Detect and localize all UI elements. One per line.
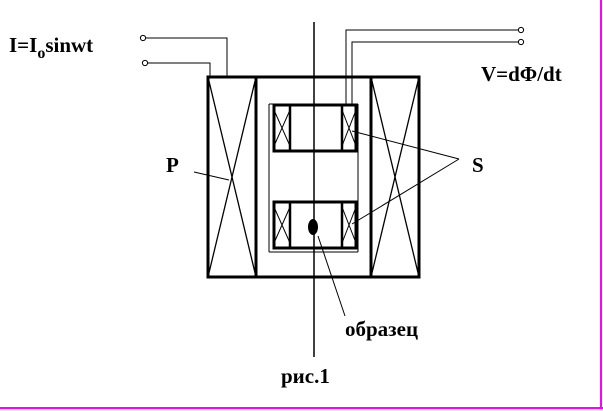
sample-dot	[308, 219, 318, 235]
secondary-lead-outer	[345, 29, 519, 105]
primary-terminal-lower	[141, 59, 149, 67]
current-label-subscript: o	[37, 45, 45, 62]
secondary-upper-outline	[272, 103, 358, 153]
voltage-label: V=dΦ/dt	[481, 62, 562, 86]
figure-caption: рис.1	[281, 364, 330, 388]
secondary-upper-left-x2	[273, 109, 291, 147]
secondary-coil-upper	[272, 103, 358, 153]
secondary-leader-upper	[351, 130, 460, 160]
current-label-main: I=I	[9, 33, 37, 57]
primary-coil-outer	[206, 75, 421, 279]
secondary-lead-inner	[351, 41, 519, 105]
secondary-terminal-lower	[517, 38, 525, 46]
primary-left-cross-b	[207, 76, 257, 278]
primary-coil	[206, 75, 421, 279]
secondary-upper-right-x2	[341, 109, 357, 147]
secondary-lower-left-x2	[273, 206, 291, 244]
secondary-lower-outline	[272, 200, 358, 250]
primary-lead-upper	[145, 37, 228, 77]
primary-leader	[193, 171, 230, 181]
secondary-lower-right-x2	[341, 206, 357, 244]
current-label: I=Iosinwt	[9, 33, 93, 62]
sample-leader	[317, 235, 346, 317]
secondary-leader-lower	[351, 158, 460, 225]
secondary-coil-lower	[272, 200, 358, 250]
primary-right-cross-b	[370, 76, 420, 278]
current-label-rest: sinwt	[45, 33, 93, 57]
primary-terminal-upper	[139, 34, 147, 42]
primary-coil-label: P	[166, 153, 179, 177]
secondary-terminal-upper	[517, 26, 525, 34]
primary-lead-lower	[147, 62, 211, 77]
sample-label: образец	[345, 317, 418, 341]
secondary-coil-label: S	[472, 153, 484, 177]
